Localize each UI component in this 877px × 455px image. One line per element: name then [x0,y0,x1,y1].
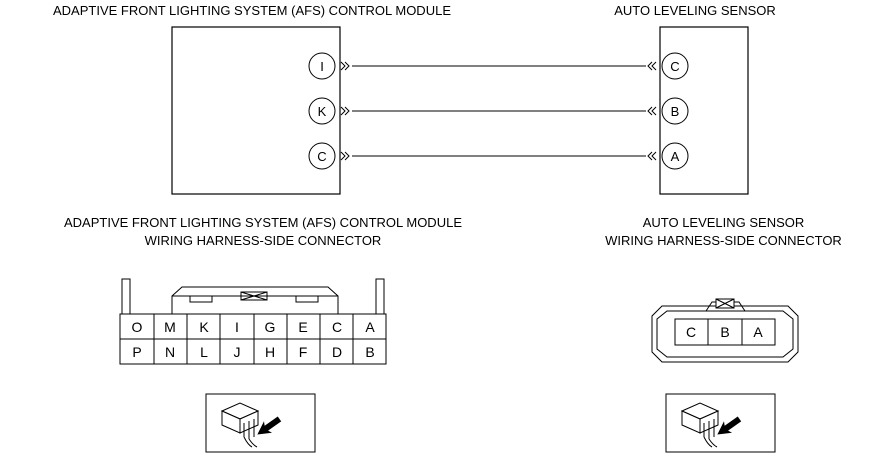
sensor-pin-b: B [661,97,689,125]
afs-conn-pin-c: C [332,319,342,335]
afs-conn-pin-g: G [265,319,276,335]
sensor-connector-title-line1: AUTO LEVELING SENSOR [642,215,805,230]
afs-pin-k: K [308,97,336,125]
afs-conn-pin-d: D [332,344,342,360]
afs-pin-i-label: I [320,59,324,74]
afs-conn-pin-o: O [132,319,143,335]
afs-conn-pin-k: K [199,319,209,335]
afs-conn-pin-j: J [234,344,241,360]
sensor-pin-c: C [661,52,689,80]
afs-harness-connector [119,278,387,365]
afs-module-title: ADAPTIVE FRONT LIGHTING SYSTEM (AFS) CON… [53,3,451,18]
sensor-connector-marks [647,61,657,161]
afs-module-box [171,26,341,195]
sensor-conn-pin-b: B [720,324,729,340]
afs-connector-marks [340,61,350,161]
afs-pin-k-label: K [318,104,327,119]
afs-conn-pin-n: N [165,344,175,360]
afs-conn-pin-b: B [365,344,374,360]
sensor-pin-b-label: B [671,104,680,119]
sensor-conn-pin-c: C [686,324,696,340]
afs-pin-c: C [308,142,336,170]
afs-conn-pin-a: A [365,319,375,335]
harness-side-view-icon [205,393,316,453]
sensor-pin-a-label: A [671,149,680,164]
sensor-pin-a: A [661,142,689,170]
sensor-title: AUTO LEVELING SENSOR [614,3,776,18]
sensor-conn-pin-a: A [753,324,763,340]
afs-conn-pin-p: P [132,344,141,360]
sensor-harness-connector [651,298,799,363]
afs-conn-pin-l: L [200,344,208,360]
afs-connector-title-line1: ADAPTIVE FRONT LIGHTING SYSTEM (AFS) CON… [64,215,462,230]
sensor-side-view-icon [665,393,776,453]
afs-conn-pin-i: I [235,319,239,335]
sensor-box [659,26,749,195]
afs-conn-pin-m: M [164,319,176,335]
afs-conn-pin-e: E [298,319,307,335]
afs-pin-i: I [308,52,336,80]
sensor-connector-title-line2: WIRING HARNESS-SIDE CONNECTOR [605,233,842,248]
afs-conn-pin-h: H [265,344,275,360]
sensor-pin-c-label: C [670,59,679,74]
afs-conn-pin-f: F [299,344,308,360]
afs-pin-c-label: C [317,149,326,164]
afs-connector-title-line2: WIRING HARNESS-SIDE CONNECTOR [144,233,382,248]
